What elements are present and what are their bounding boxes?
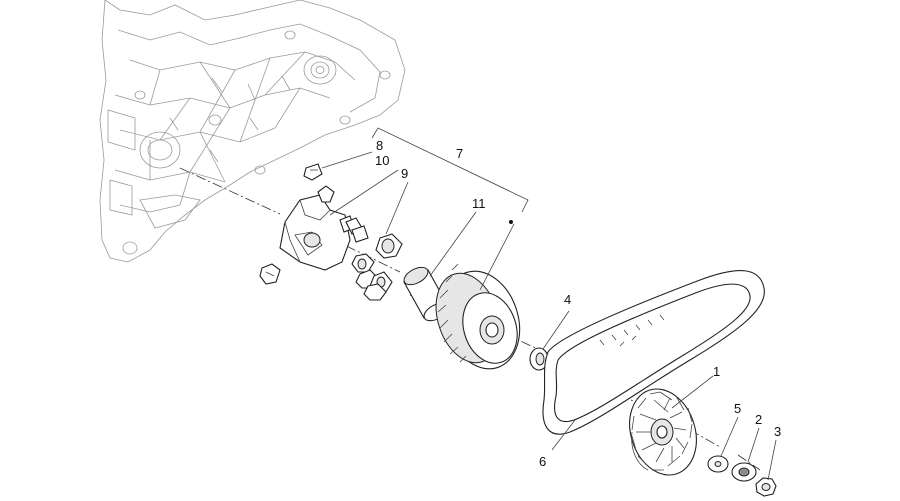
fixed-drive-pulley [629,388,697,476]
crankcase-housing [99,0,406,263]
callout-6: 6 [539,454,546,469]
callout-10: 10 [375,153,389,168]
slider-pieces [259,163,323,285]
group-bracket-7 [371,127,529,224]
callout-4: 4 [564,292,571,307]
callout-2: 2 [755,412,762,427]
callout-1: 1 [713,364,720,379]
ramp-plate [279,185,355,271]
variator-pulley [435,263,521,370]
callout-7: 7 [456,146,463,161]
reference-dot [509,220,513,224]
callout-11: 11 [472,196,486,211]
callout-3: 3 [774,424,781,439]
callout-9: 9 [401,166,408,181]
belleville-washer [731,462,757,482]
roller-weights [345,217,403,301]
callout-8: 8 [376,138,383,153]
leader-lines [321,151,777,481]
hex-nut [755,477,777,497]
callout-labels: 1 2 3 4 5 6 7 8 9 10 11 [375,138,781,469]
flat-washer [707,455,729,473]
drive-belt [542,270,765,435]
callout-5: 5 [734,401,741,416]
